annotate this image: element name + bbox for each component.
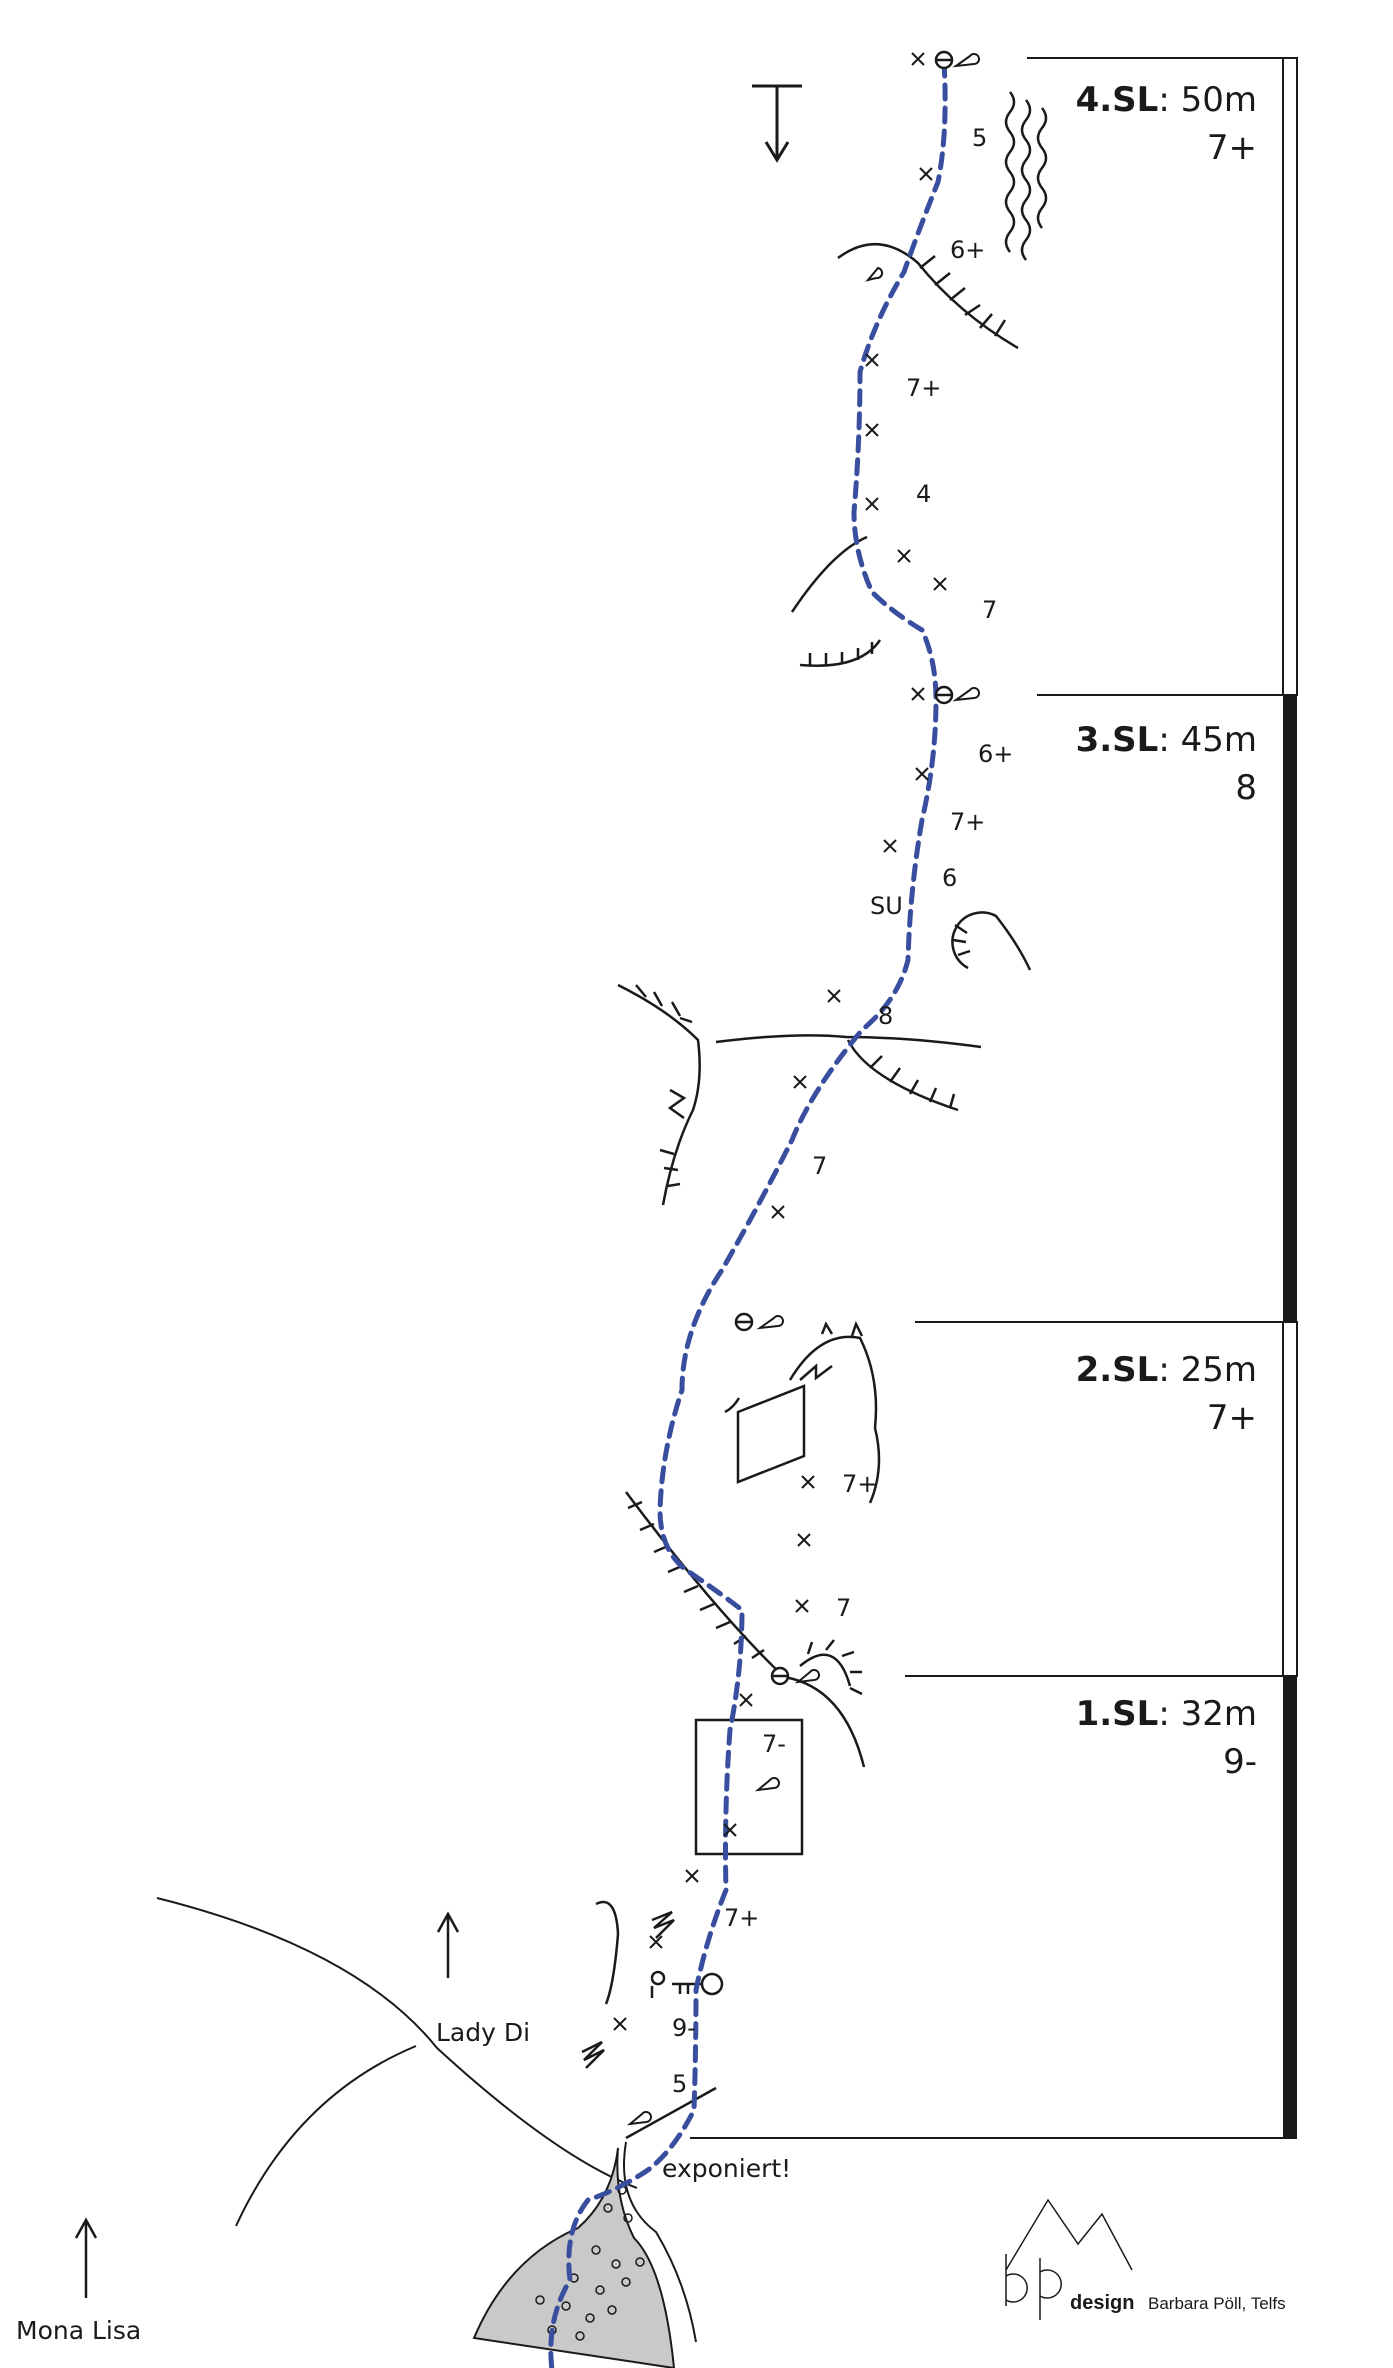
grade-label: 5 (672, 2070, 688, 2098)
grade-label: 6 (942, 864, 958, 892)
grade-label: 9- (672, 2014, 696, 2042)
start-boulder (472, 2147, 676, 2368)
pitch-grade: 7+ (1206, 128, 1257, 168)
bolt-markers (613, 52, 947, 2031)
grade-label: 8 (878, 1002, 894, 1030)
bp-design-logo-icon (1005, 2198, 1133, 2320)
ground-features (156, 1897, 697, 2343)
pitch-number: 4.SL (1075, 80, 1159, 120)
pitch-number: 1.SL (1075, 1694, 1159, 1734)
sling-label: SU (870, 892, 903, 920)
grade-label: 7+ (724, 1904, 760, 1932)
grade-label: 6+ (950, 236, 986, 264)
pitch-length-bar (690, 57, 1298, 2139)
rock-features (581, 91, 1048, 2140)
abseil-arrow-icon (752, 84, 802, 163)
pitch-label-3: 3.SL: 45m 8 (1076, 716, 1257, 812)
grade-label: 5 (972, 124, 988, 152)
pitch-length: 45m (1180, 720, 1257, 760)
pitch-label-1: 1.SL: 32m 9- (1076, 1690, 1257, 1786)
grade-label: 7 (982, 596, 998, 624)
pitch-grade: 9- (1223, 1742, 1257, 1782)
route-line (548, 59, 948, 2368)
key-icon (672, 1972, 724, 1996)
grade-label: 7 (836, 1594, 852, 1622)
grade-label: 7+ (906, 374, 942, 402)
logo-design-text: design (1070, 2292, 1135, 2314)
grade-label: 7+ (842, 1470, 878, 1498)
belay-icons (734, 50, 954, 1686)
logo-credit-text: Barbara Pöll, Telfs (1148, 2294, 1286, 2313)
pitch-number: 2.SL (1075, 1350, 1159, 1390)
pitch-label-4: 4.SL: 50m 7+ (1076, 76, 1257, 172)
pitch-number: 3.SL (1075, 720, 1159, 760)
pitch-length: 32m (1180, 1694, 1257, 1734)
grade-label: 4 (916, 480, 932, 508)
pitch-grade: 8 (1235, 768, 1257, 808)
exposed-note: exponiert! (662, 2154, 792, 2183)
ring-bolt-icons (626, 53, 980, 2126)
mona-lisa-route-label: Mona Lisa (16, 2316, 142, 2345)
grade-label: 7+ (950, 808, 986, 836)
grade-label: 7 (812, 1152, 828, 1180)
grade-label: 6+ (978, 740, 1014, 768)
pitch-length: 50m (1180, 80, 1257, 120)
pitch-label-2: 2.SL: 25m 7+ (1076, 1346, 1257, 1442)
lady-di-route-label: Lady Di (436, 2018, 531, 2047)
pitch-grade: 7+ (1206, 1398, 1257, 1438)
grade-label: 7- (762, 1730, 786, 1758)
pitch-length: 25m (1180, 1350, 1257, 1390)
neighbour-route-arrows (74, 1911, 460, 2298)
